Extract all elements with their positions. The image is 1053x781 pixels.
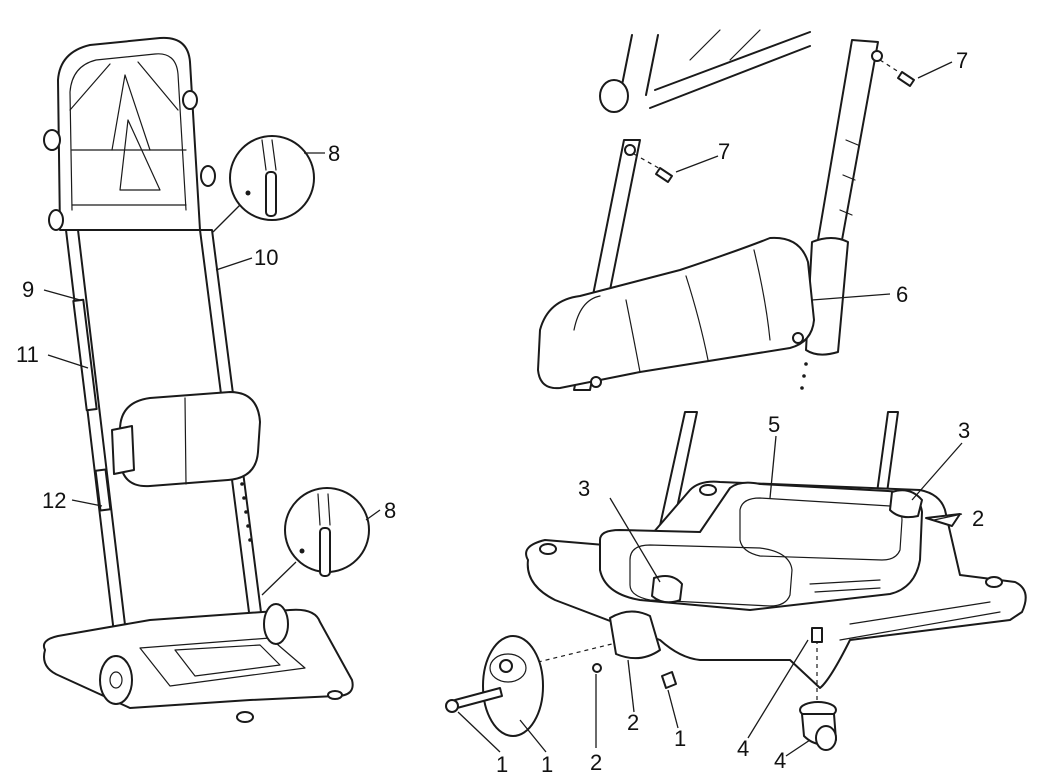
callout-3-left: 3 (578, 476, 590, 501)
callout-4-pin: 4 (737, 736, 749, 761)
callout-6: 6 (896, 282, 908, 307)
callout-9: 9 (22, 277, 34, 302)
handle-frame (57, 36, 201, 231)
left-wheel (99, 655, 133, 705)
callout-8-lower: 8 (384, 498, 396, 523)
knee-pad-detail (537, 236, 815, 390)
base-plate (42, 608, 354, 709)
callout-10: 10 (254, 245, 278, 270)
callout-2-screw: 2 (590, 750, 602, 775)
callout-8-upper: 8 (328, 141, 340, 166)
callout-12: 12 (42, 488, 66, 513)
callout-5: 5 (768, 412, 780, 437)
full-device-view (42, 36, 370, 723)
upper-detail-view (537, 29, 953, 391)
right-tube (817, 39, 879, 241)
knee-pad (119, 391, 261, 488)
callout-11: 11 (16, 342, 39, 367)
callout-1-bolt: 1 (496, 752, 508, 777)
callout-1-wheel: 1 (541, 752, 553, 777)
base-detail-view (445, 411, 1027, 757)
right-wheel (263, 603, 289, 645)
callout-4-caster: 4 (774, 748, 786, 773)
callout-labels: 8 10 9 11 12 8 7 7 6 5 3 3 2 1 1 2 2 1 4… (16, 48, 984, 777)
callout-7-left: 7 (718, 139, 730, 164)
wheel-detail (482, 635, 544, 737)
callout-7-right: 7 (956, 48, 968, 73)
callout-3-right: 3 (958, 418, 970, 443)
callout-2-right: 2 (972, 506, 984, 531)
callout-1-nut: 1 (674, 726, 686, 751)
callout-2-bracket: 2 (627, 710, 639, 735)
foot-plate (599, 481, 923, 611)
